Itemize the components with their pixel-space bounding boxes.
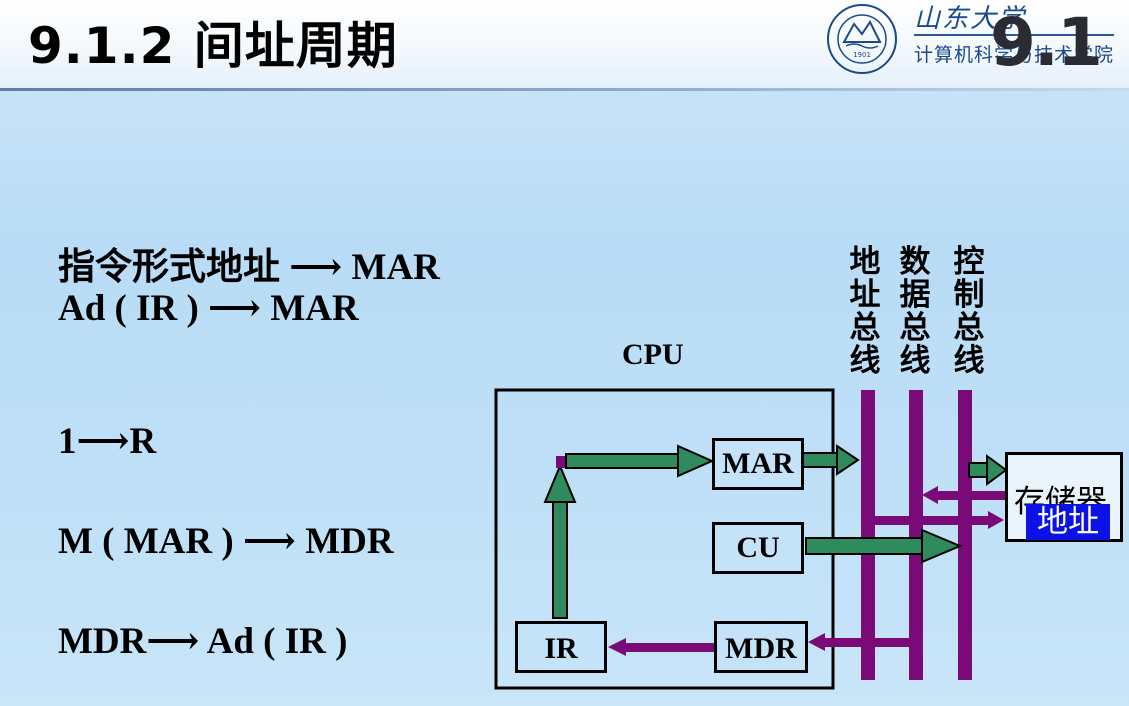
step-4: M ( MAR ) ⟶ MDR <box>58 521 394 562</box>
step-2: Ad ( IR ) ⟶ MAR <box>58 288 359 329</box>
bus-to-memory-purple-arrow <box>875 511 1004 529</box>
control-bus <box>958 390 972 680</box>
header-divider <box>0 88 1129 91</box>
step-1: 指令形式地址 ⟶ MAR <box>58 247 440 288</box>
bus-to-mdr-arrow <box>808 633 909 651</box>
university-seal-icon: 1901 <box>827 4 897 74</box>
mdr-register: MDR <box>714 621 808 673</box>
cu-unit: CU <box>712 522 804 574</box>
cu-to-control-arrow <box>805 528 963 564</box>
ir-register: IR <box>515 621 607 673</box>
memory-to-bus-arrow <box>922 486 1005 504</box>
address-bus <box>861 390 875 680</box>
mdr-to-ir-arrow <box>608 638 714 656</box>
mar-register: MAR <box>712 438 804 490</box>
mar-to-bus-arrow <box>802 444 860 476</box>
control-bus-label: 控制总线 <box>953 244 985 379</box>
address-bus-label: 地址总线 <box>849 244 881 379</box>
step-5: MDR⟶ Ad ( IR ) <box>58 621 348 662</box>
cpu-label: CPU <box>622 338 684 371</box>
university-name-script: 山东大学 <box>914 4 1027 34</box>
bus-to-memory-arrow <box>968 454 1008 486</box>
header-bar <box>0 0 1129 88</box>
step-3: 1⟶R <box>58 421 157 462</box>
ir-to-mar-arrow <box>543 444 715 619</box>
memory-address-highlight: 地址 <box>1026 504 1110 540</box>
logo-rule <box>914 34 1114 36</box>
seal-year: 1901 <box>853 51 871 59</box>
data-bus <box>909 390 923 680</box>
department-name: 计算机科学与技术学院 <box>914 44 1115 66</box>
data-bus-label: 数据总线 <box>899 244 931 379</box>
section-number: 9.1 <box>990 4 1103 81</box>
page-title: 9.1.2 间址周期 <box>28 17 398 75</box>
